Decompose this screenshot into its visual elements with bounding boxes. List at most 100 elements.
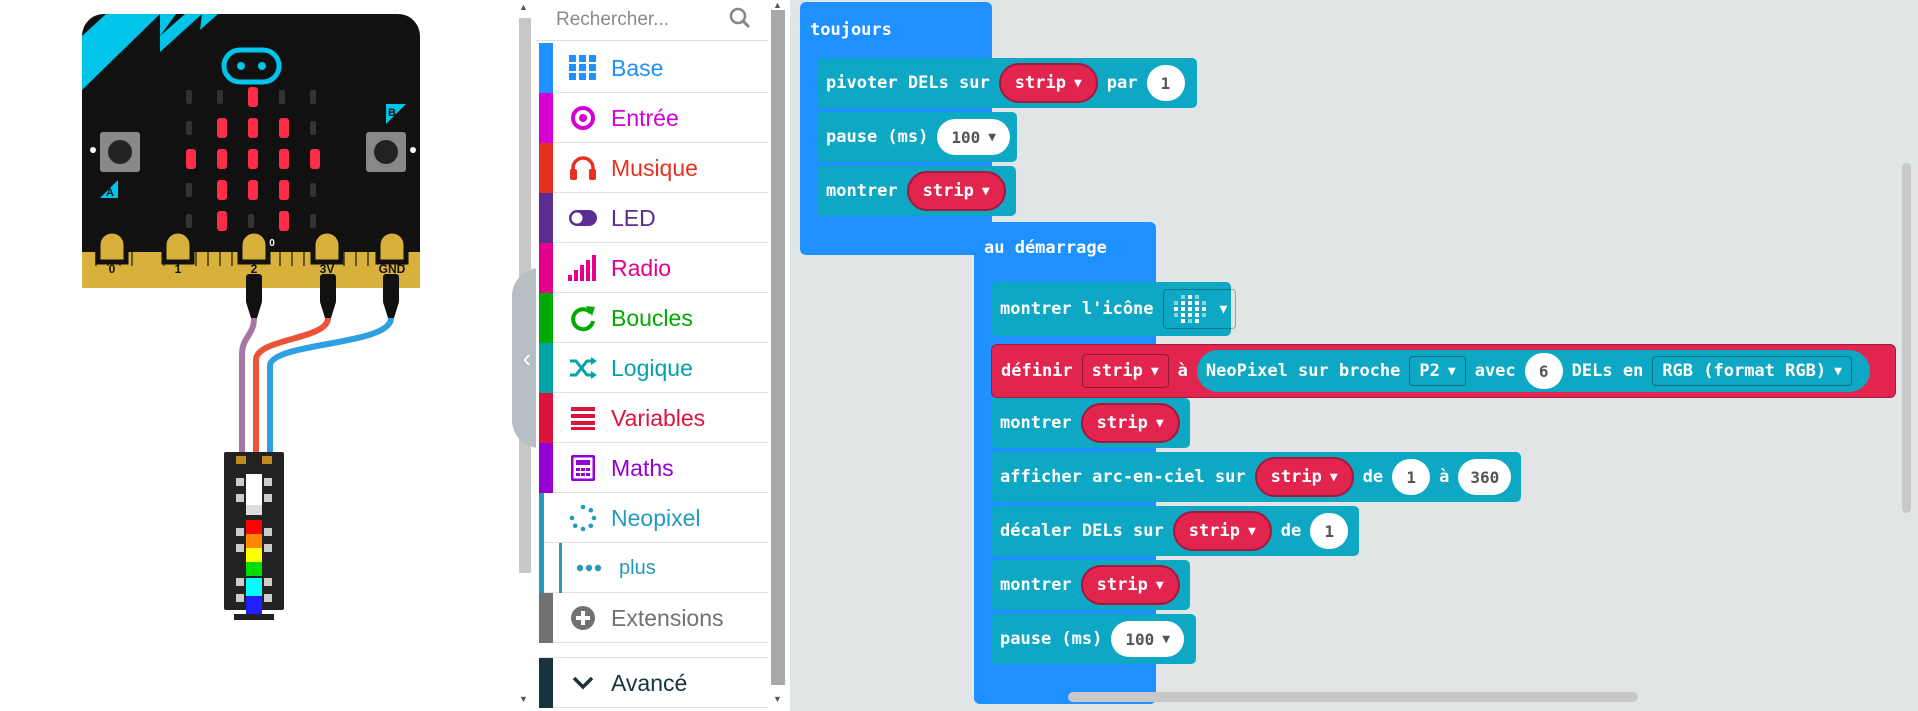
strip-variable-dropdown[interactable]: strip▼ [1254, 457, 1354, 497]
show-strip-block[interactable]: montrer strip▼ [817, 166, 1016, 216]
wire-red [253, 317, 331, 460]
by-label: de [1280, 521, 1302, 541]
led-count-input[interactable]: 6 [1524, 353, 1563, 389]
caret-down-icon: ▼ [1219, 301, 1228, 317]
loop-icon [567, 303, 599, 333]
category-label: Extensions [611, 605, 724, 631]
category-maths[interactable]: Maths [539, 443, 770, 493]
wire-purple [239, 317, 257, 460]
category-neopixel[interactable]: Neopixel [539, 493, 770, 543]
category-label: Musique [611, 155, 698, 181]
blocks-workspace[interactable]: toujours pivoter DELs sur strip▼ par 1 p… [790, 0, 1918, 711]
category-label: plus [619, 557, 656, 579]
category-neopixel-plus[interactable]: plus [539, 543, 770, 593]
scroll-up-arrow-icon[interactable]: ▲ [519, 2, 528, 12]
strip-variable-dropdown[interactable]: strip▼ [906, 171, 1006, 211]
led-matrix [186, 87, 320, 231]
button-a[interactable] [100, 132, 140, 172]
category-musique[interactable]: Musique [539, 143, 770, 193]
category-entree[interactable]: Entrée [539, 93, 770, 143]
shift-leds-block[interactable]: décaler DELs sur strip▼ de 1 [991, 506, 1359, 556]
category-label: Variables [611, 405, 706, 431]
pause-duration-dropdown[interactable]: 100▼ [937, 119, 1011, 155]
scroll-down-arrow-icon[interactable]: ▼ [519, 694, 528, 704]
scroll-up-arrow-icon[interactable]: ▲ [773, 0, 782, 10]
rainbow-end-input[interactable]: 360 [1458, 459, 1512, 495]
microbit-board[interactable]: A B [0, 0, 512, 711]
pause-block[interactable]: pause (ms) 100▼ [817, 112, 1017, 162]
category-radio[interactable]: Radio [539, 243, 770, 293]
caret-down-icon: ▼ [1329, 469, 1338, 485]
workspace-vertical-scrollbar[interactable] [1902, 163, 1911, 513]
rotate-leds-block[interactable]: pivoter DELs sur strip▼ par 1 [817, 58, 1197, 108]
color-mode-dropdown[interactable]: RGB (format RGB)▼ [1652, 356, 1852, 386]
shift-amount-input[interactable]: 1 [1310, 513, 1349, 549]
board-corner-stripe-4 [200, 14, 218, 30]
show-strip-block[interactable]: montrer strip▼ [991, 560, 1190, 610]
with-label: avec [1474, 361, 1516, 381]
to-label: à [1177, 361, 1188, 381]
category-boucles[interactable]: Boucles [539, 293, 770, 343]
show-icon-block[interactable]: montrer l'icône ▼ [991, 282, 1237, 336]
logo-dot-right [258, 62, 266, 70]
pause-duration-dropdown[interactable]: 100▼ [1111, 621, 1185, 657]
pause-label: pause (ms) [1000, 629, 1103, 649]
list-icon [567, 403, 599, 433]
category-variables[interactable]: Variables [539, 393, 770, 443]
strip-variable-dropdown[interactable]: strip▼ [1080, 403, 1180, 443]
button-b-dot [410, 147, 416, 153]
workspace-horizontal-scrollbar[interactable] [1068, 692, 1638, 702]
logo-dot-left [237, 62, 245, 70]
category-avance[interactable]: Avancé [539, 657, 770, 708]
set-strip-block[interactable]: définir strip▼ à NeoPixel sur broche P2▼… [991, 344, 1896, 398]
category-base[interactable]: Base [539, 43, 770, 93]
caret-down-icon: ▼ [1155, 415, 1164, 431]
pin-3v[interactable] [310, 228, 344, 265]
pause-block[interactable]: pause (ms) 100▼ [991, 614, 1196, 664]
wire-blue [267, 317, 394, 460]
toolbox-scrollbar[interactable]: ▲ ▼ [768, 0, 790, 711]
caret-down-icon: ▼ [981, 183, 990, 199]
pin-1[interactable] [161, 228, 195, 265]
pin-gnd-label: GND [379, 262, 406, 276]
button-a-label-bg [100, 180, 118, 198]
show-strip-block[interactable]: montrer strip▼ [991, 398, 1190, 448]
button-a-label: A [106, 187, 114, 199]
neopixel-create-block[interactable]: NeoPixel sur broche P2▼ avec 6 DELs en R… [1196, 350, 1870, 392]
heart-icon [1173, 295, 1206, 323]
show-rainbow-label: afficher arc-en-ciel sur [1000, 467, 1246, 487]
pin-2-label: 2 [251, 262, 258, 276]
show-rainbow-block[interactable]: afficher arc-en-ciel sur strip▼ de 1 à 3… [991, 452, 1521, 502]
set-label: définir [1001, 361, 1073, 381]
rainbow-start-input[interactable]: 1 [1392, 459, 1431, 495]
search-input[interactable] [554, 8, 738, 32]
toolbox-scrollbar-thumb[interactable] [771, 10, 785, 685]
neopixel-strip [224, 452, 284, 620]
pin-2[interactable] [237, 228, 271, 265]
search-icon[interactable] [728, 6, 752, 30]
rotate-amount-input[interactable]: 1 [1146, 65, 1185, 101]
category-extensions[interactable]: Extensions [539, 593, 770, 643]
category-logique[interactable]: Logique [539, 343, 770, 393]
scroll-down-arrow-icon[interactable]: ▼ [773, 694, 782, 704]
strip-variable-dropdown[interactable]: strip▼ [1080, 565, 1180, 605]
calculator-icon [567, 453, 599, 483]
show-label: montrer [1000, 413, 1072, 433]
button-b[interactable] [366, 132, 406, 172]
pin-0-label: 0 [109, 262, 116, 276]
button-b-label-bg [386, 104, 406, 124]
strip-variable-dropdown[interactable]: strip▼ [998, 63, 1098, 103]
category-led[interactable]: LED [539, 193, 770, 243]
from-label: de [1362, 467, 1384, 487]
target-icon [567, 103, 599, 133]
strip-variable-dropdown[interactable]: strip▼ [1172, 511, 1272, 551]
strip-variable-dropdown[interactable]: strip▼ [1081, 354, 1169, 388]
toggle-icon [567, 203, 599, 233]
icon-picker-dropdown[interactable]: ▼ [1162, 289, 1237, 329]
shift-leds-label: décaler DELs sur [1000, 521, 1164, 541]
pin-dropdown[interactable]: P2▼ [1409, 356, 1466, 386]
caret-down-icon: ▼ [1834, 363, 1842, 379]
pin-0[interactable] [95, 228, 129, 265]
board-corner-stripe-2 [160, 14, 176, 36]
pin-gnd[interactable] [375, 228, 409, 265]
